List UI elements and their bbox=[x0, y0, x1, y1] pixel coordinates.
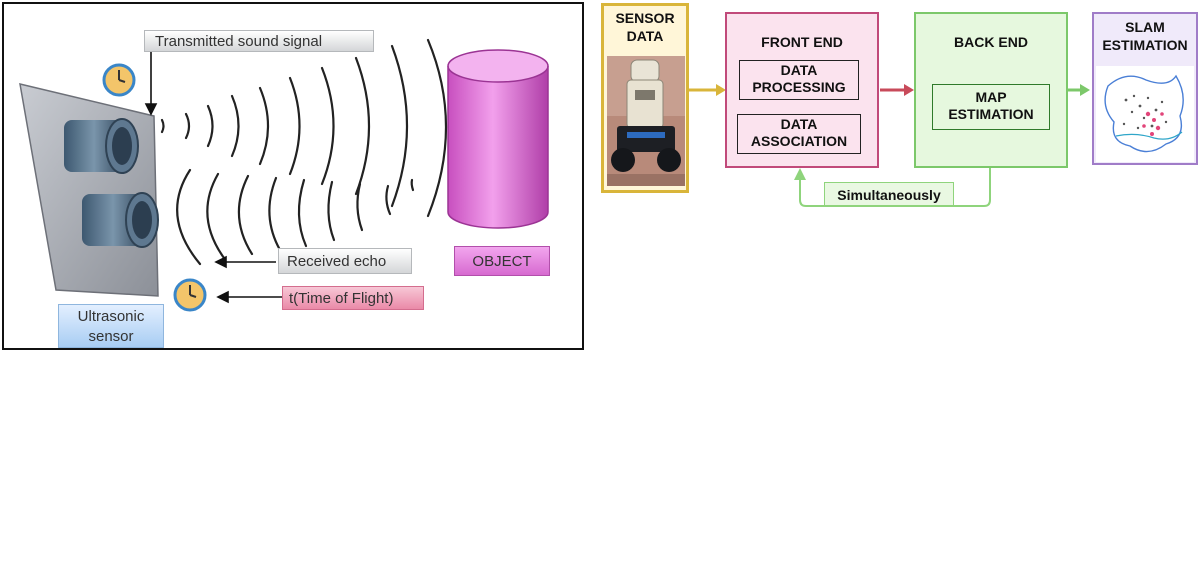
data-processing-line1: DATA bbox=[780, 62, 818, 78]
front-end-title: FRONT END bbox=[761, 34, 843, 50]
ultrasonic-drawing bbox=[19, 38, 549, 312]
data-processing-line2: PROCESSING bbox=[752, 79, 846, 95]
slam-title-line1: SLAM bbox=[1125, 19, 1165, 35]
sensor-label-line1: Ultrasonic bbox=[77, 308, 145, 325]
feedback-loop bbox=[799, 168, 991, 207]
object-cylinder bbox=[447, 49, 549, 229]
pipeline-connectors bbox=[689, 84, 1090, 207]
ultrasonic-sensor-label: Ultrasonic sensor bbox=[58, 304, 164, 348]
arrow-sensor-to-front bbox=[716, 84, 726, 96]
data-association-line1: DATA bbox=[780, 116, 818, 132]
map-estimation-box: MAP ESTIMATION bbox=[932, 84, 1050, 130]
simultaneously-label: Simultaneously bbox=[824, 182, 954, 206]
back-end-block: BACK END MAP ESTIMATION bbox=[914, 12, 1068, 168]
map-estimation-line1: MAP bbox=[975, 89, 1007, 105]
sensor-plate bbox=[19, 83, 159, 297]
map-estimation-line2: ESTIMATION bbox=[948, 106, 1034, 122]
data-processing-box: DATA PROCESSING bbox=[739, 60, 859, 100]
front-end-block: FRONT END DATA PROCESSING DATA ASSOCIATI… bbox=[725, 12, 879, 168]
sensor-data-title-line2: DATA bbox=[626, 28, 664, 44]
robot-photo bbox=[607, 56, 685, 186]
data-association-line2: ASSOCIATION bbox=[750, 133, 848, 149]
clock-icon-bottom bbox=[173, 278, 207, 312]
received-echo-label: Received echo bbox=[278, 248, 412, 274]
slam-estimation-title: SLAM ESTIMATION bbox=[1094, 18, 1196, 54]
time-of-flight-label: t(Time of Flight) bbox=[282, 286, 424, 310]
sensor-data-title-line1: SENSOR bbox=[615, 10, 675, 26]
slam-title-line2: ESTIMATION bbox=[1102, 37, 1188, 53]
ultrasonic-diagram: Transmitted sound signal Received echo t… bbox=[2, 2, 584, 350]
back-end-title: BACK END bbox=[954, 34, 1028, 50]
pointer-arrows bbox=[144, 48, 282, 304]
feedback-arrow-head bbox=[794, 168, 806, 180]
sensor-data-block: SENSOR DATA bbox=[601, 3, 689, 193]
clock-icon-top bbox=[102, 63, 136, 97]
arrow-back-to-slam bbox=[1080, 84, 1090, 96]
slam-map-plot bbox=[1096, 66, 1194, 162]
slam-estimation-block: SLAM ESTIMATION bbox=[1092, 12, 1198, 165]
data-association-box: DATA ASSOCIATION bbox=[737, 114, 861, 154]
sensor-label-line2: sensor bbox=[88, 328, 134, 345]
transmitted-signal-label: Transmitted sound signal bbox=[144, 30, 374, 52]
transducer-top bbox=[64, 118, 139, 174]
arrow-front-to-back bbox=[904, 84, 914, 96]
transmitted-waves bbox=[160, 38, 448, 218]
echo-waves bbox=[176, 168, 415, 266]
slam-pipeline: SENSOR DATA FRONT END DATA PROCESSING DA… bbox=[598, 0, 1200, 215]
object-label: OBJECT bbox=[454, 246, 550, 276]
transducer-bottom bbox=[82, 192, 159, 248]
sensor-data-title: SENSOR DATA bbox=[604, 9, 686, 45]
